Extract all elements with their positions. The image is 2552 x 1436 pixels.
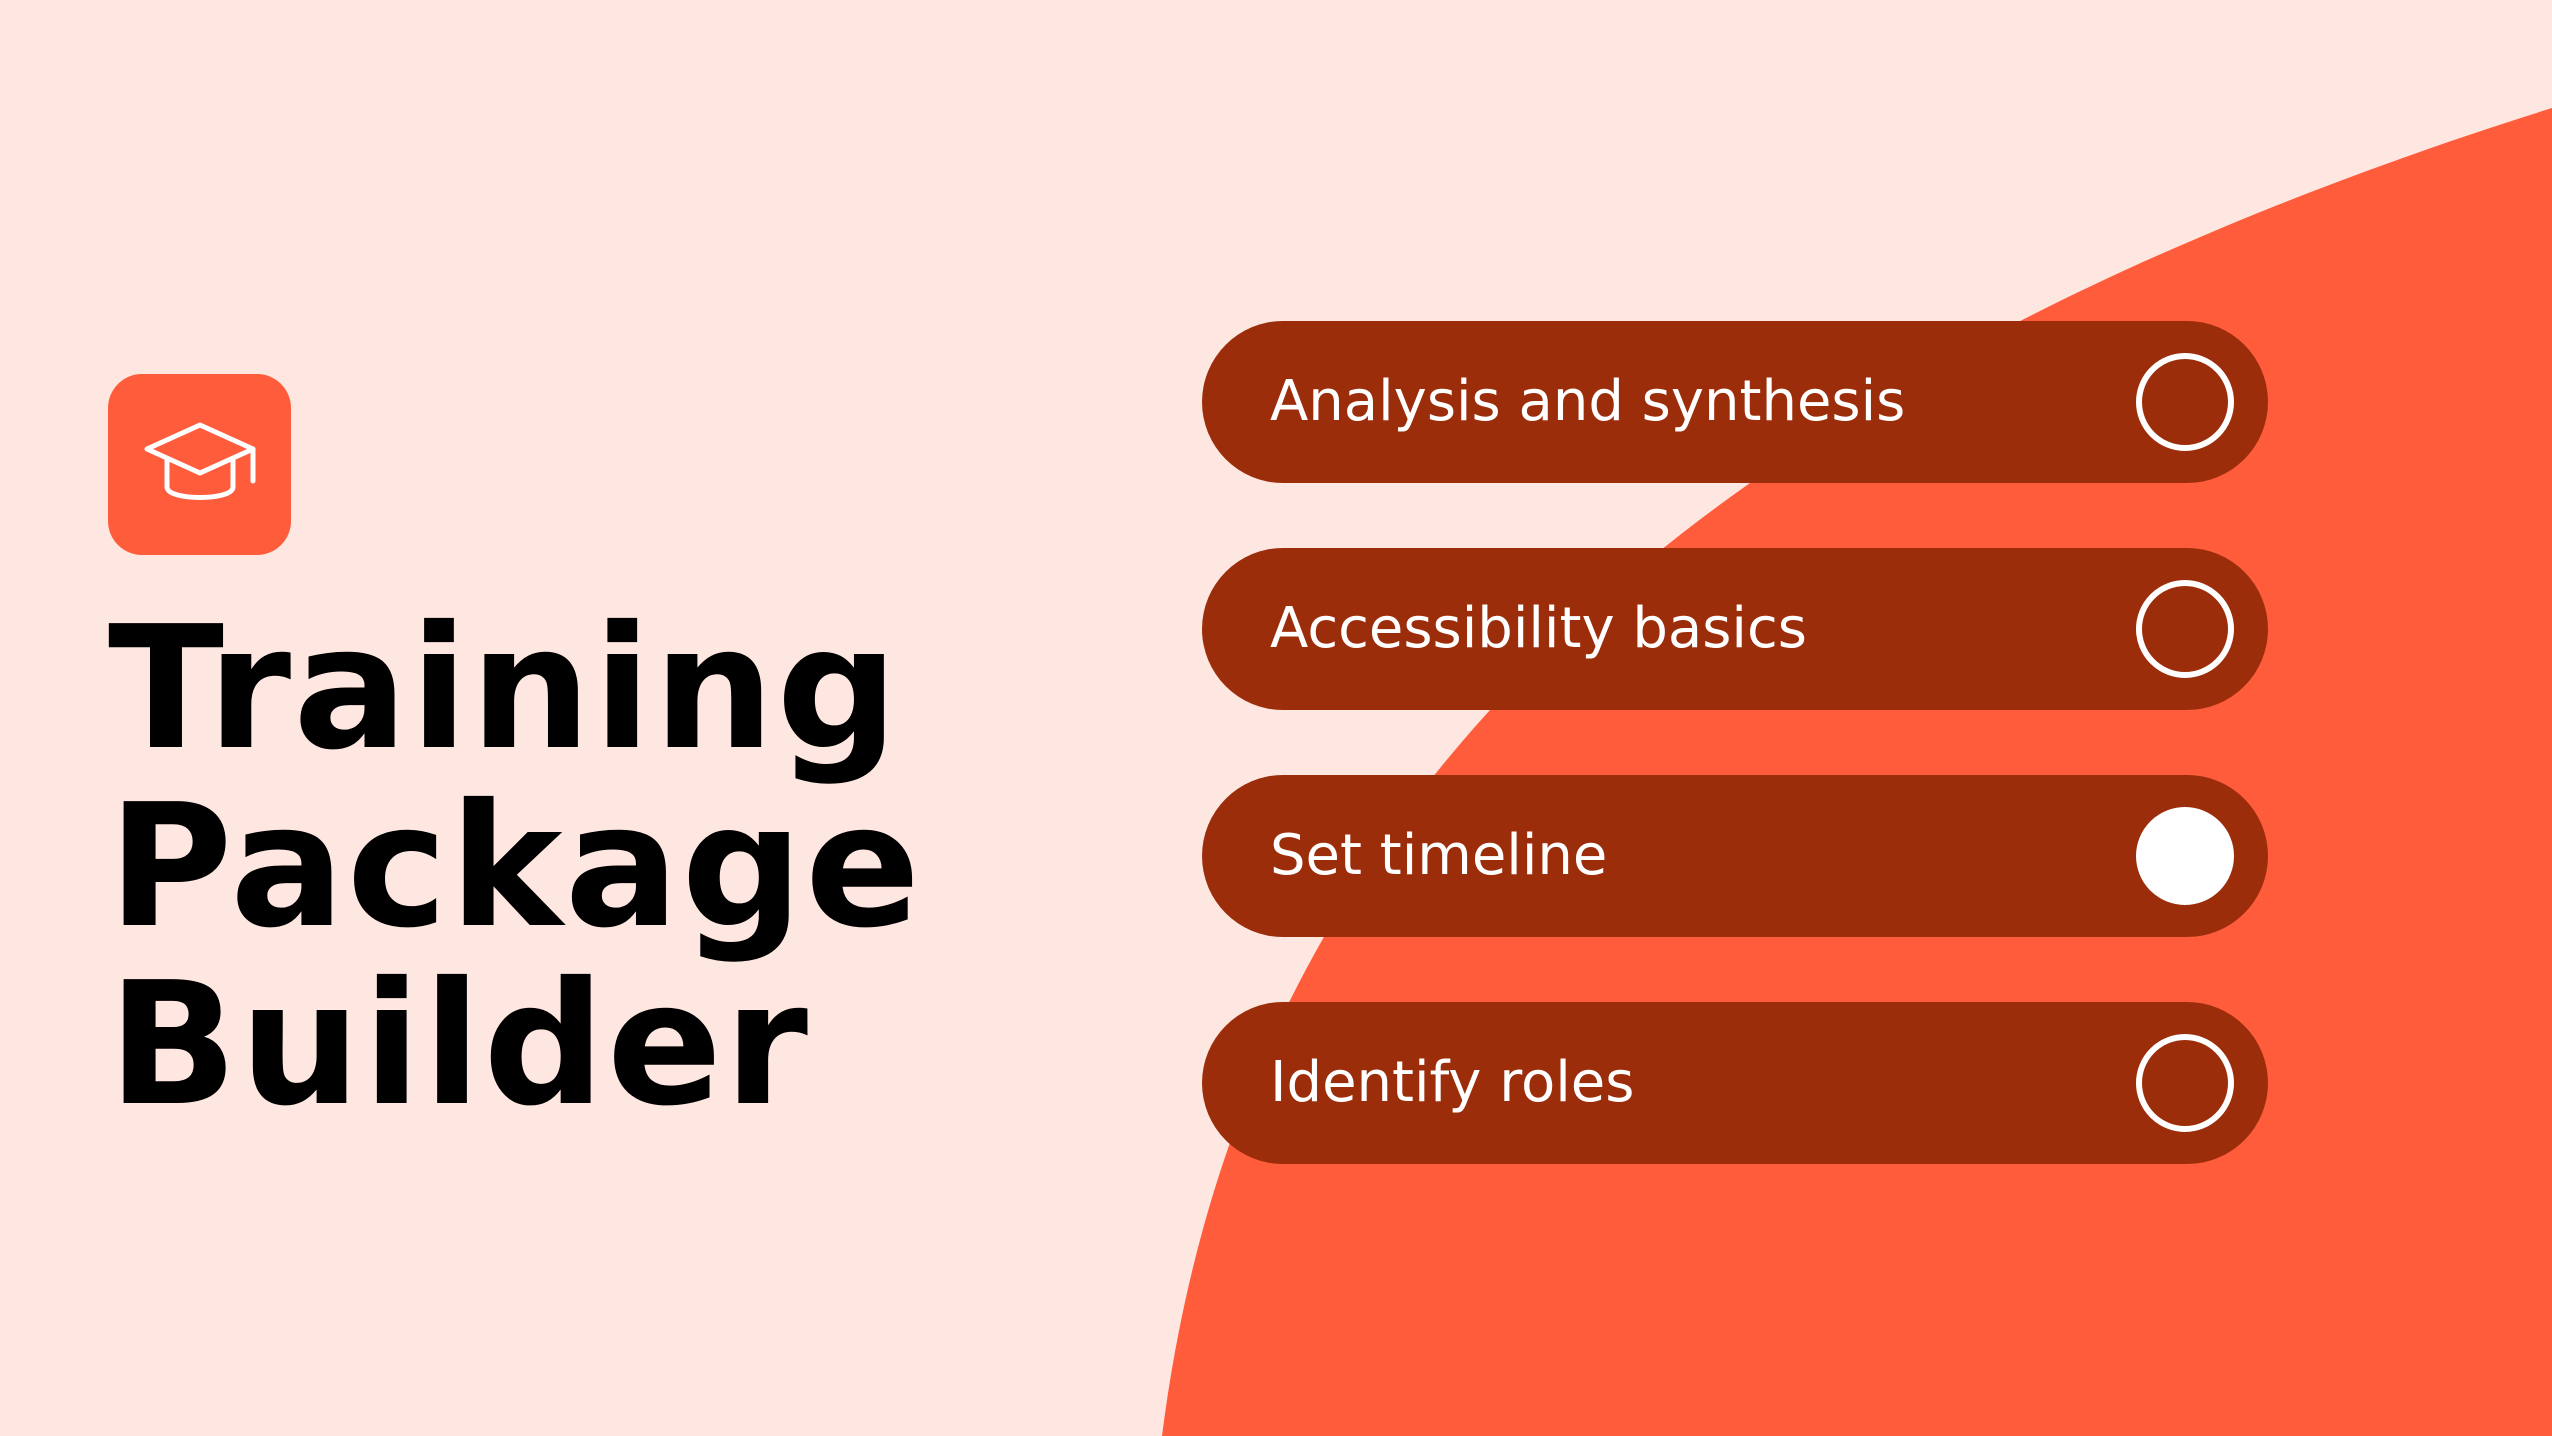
task-option-accessibility[interactable]: Accessibility basics [1202, 548, 2268, 710]
radio-button[interactable] [2136, 1034, 2234, 1132]
title-line-3: Builder [108, 946, 810, 1144]
radio-button[interactable] [2136, 807, 2234, 905]
radio-button[interactable] [2136, 353, 2234, 451]
task-label: Analysis and synthesis [1270, 369, 1906, 434]
task-label: Accessibility basics [1270, 596, 1807, 661]
task-option-roles[interactable]: Identify roles [1202, 1002, 2268, 1164]
app-logo [108, 374, 291, 555]
title-line-2: Package [108, 768, 923, 966]
graduation-cap-icon [144, 422, 255, 500]
task-option-timeline[interactable]: Set timeline [1202, 775, 2268, 937]
title-line-1: Training [108, 590, 901, 788]
task-list: Analysis and synthesis Accessibility bas… [1202, 321, 2268, 1229]
radio-button[interactable] [2136, 580, 2234, 678]
task-option-analysis[interactable]: Analysis and synthesis [1202, 321, 2268, 483]
task-label: Identify roles [1270, 1050, 1635, 1115]
page-title: Training Package Builder [108, 600, 922, 1134]
task-label: Set timeline [1270, 823, 1608, 888]
